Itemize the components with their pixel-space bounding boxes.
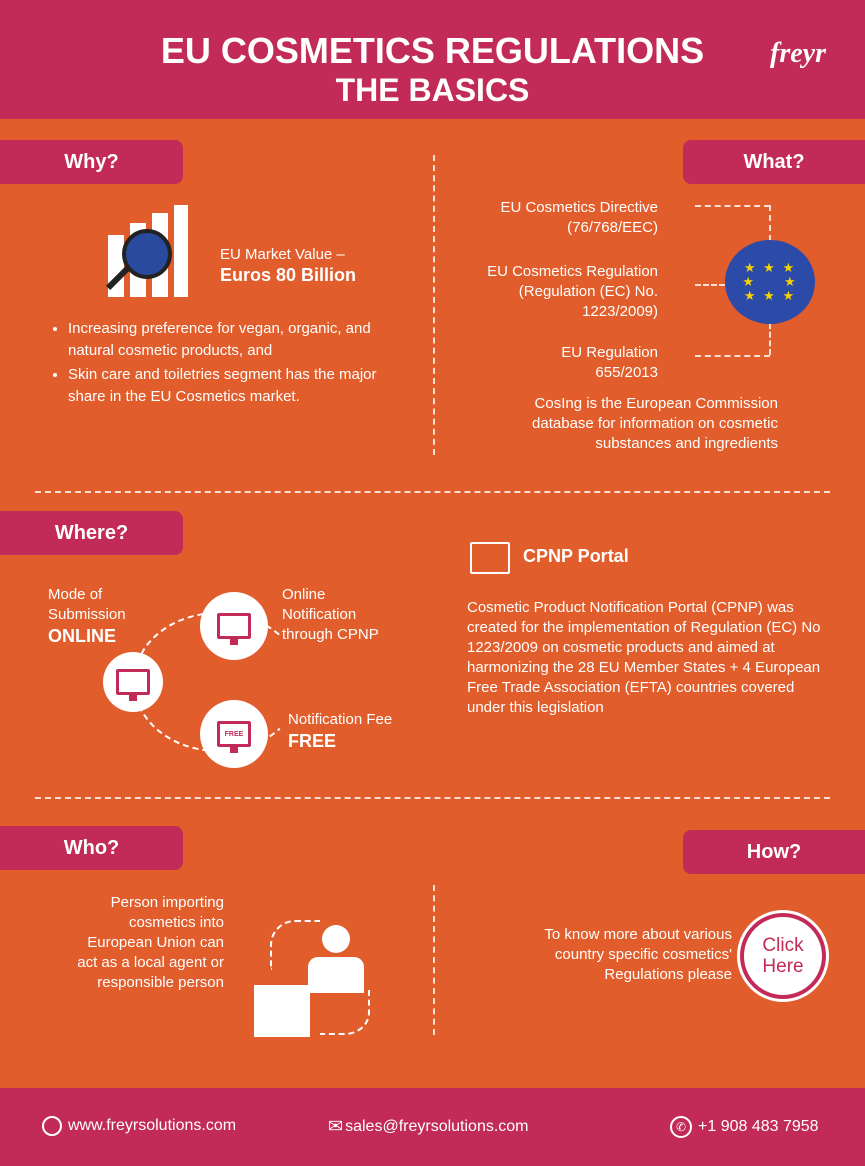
phone-icon: ✆ [670, 1116, 692, 1138]
mode-value: ONLINE [48, 626, 117, 646]
website-link[interactable]: www.freyrsolutions.com [42, 1116, 236, 1136]
connector [695, 284, 725, 286]
header-banner: EU COSMETICS REGULATIONS THE BASICS frey… [0, 0, 865, 119]
box-icon [254, 985, 310, 1037]
tab-what: What? [683, 140, 865, 184]
notification-text: Online Notification through CPNP [282, 586, 379, 643]
email-text: sales@freyrsolutions.com [345, 1117, 529, 1135]
title-line1: EU COSMETICS REGULATIONS [160, 30, 705, 71]
free-monitor-icon: FREE [200, 700, 268, 768]
connector [695, 205, 770, 207]
market-label: EU Market Value – [220, 246, 345, 263]
divider [35, 797, 830, 799]
globe-icon [42, 1116, 62, 1136]
tab-who: Who? [0, 826, 183, 870]
tab-how: How? [683, 830, 865, 874]
website-text: www.freyrsolutions.com [68, 1117, 237, 1134]
mode-label: Mode of Submission [48, 586, 126, 623]
cpnp-monitor-icon [470, 542, 510, 574]
arrow-icon [270, 920, 320, 970]
connector [695, 355, 770, 357]
eu-flag-icon: ★ ★ ★★ ★★ ★ ★ [725, 240, 815, 324]
cosing-text: CosIng is the European Commission databa… [532, 395, 778, 452]
phone-link[interactable]: ✆ +1 908 483 7958 [670, 1116, 819, 1138]
mail-icon: ✉ [328, 1116, 344, 1136]
connector [769, 323, 771, 355]
fee-label: Notification Fee [288, 711, 393, 728]
email-link[interactable]: ✉ sales@freyrsolutions.com [328, 1116, 529, 1137]
market-chart-icon [105, 205, 188, 297]
cpnp-title: CPNP Portal [523, 546, 629, 566]
cpnp-text: Cosmetic Product Notification Portal (CP… [467, 599, 821, 716]
how-text: To know more about various country speci… [544, 926, 732, 983]
tab-where: Where? [0, 511, 183, 555]
divider [433, 155, 435, 455]
click-here-button[interactable]: Click Here [740, 913, 826, 999]
fee-value: FREE [288, 731, 337, 751]
why-bullet: Increasing preference for vegan, organic… [68, 318, 380, 362]
tab-why: Why? [0, 140, 183, 184]
online-monitor-icon [103, 652, 163, 712]
footer: www.freyrsolutions.com ✉ sales@freyrsolu… [0, 1088, 865, 1166]
who-text: Person importing cosmetics into European… [77, 894, 224, 991]
what-item: EU Regulation 655/2013 [561, 344, 658, 381]
title-line2: THE BASICS [335, 72, 530, 108]
email-monitor-icon [200, 592, 268, 660]
what-item: EU Cosmetics Directive (76/768/EEC) [500, 199, 658, 236]
divider [35, 491, 830, 493]
why-bullet: Skin care and toiletries segment has the… [68, 364, 380, 408]
freyr-logo: freyr [770, 38, 826, 69]
phone-text: +1 908 483 7958 [698, 1118, 819, 1135]
connector [769, 205, 771, 241]
market-value: Euros 80 Billion [220, 265, 357, 285]
what-item: EU Cosmetics Regulation (Regulation (EC)… [487, 263, 658, 320]
arrow-icon [320, 990, 370, 1035]
divider [433, 885, 435, 1035]
